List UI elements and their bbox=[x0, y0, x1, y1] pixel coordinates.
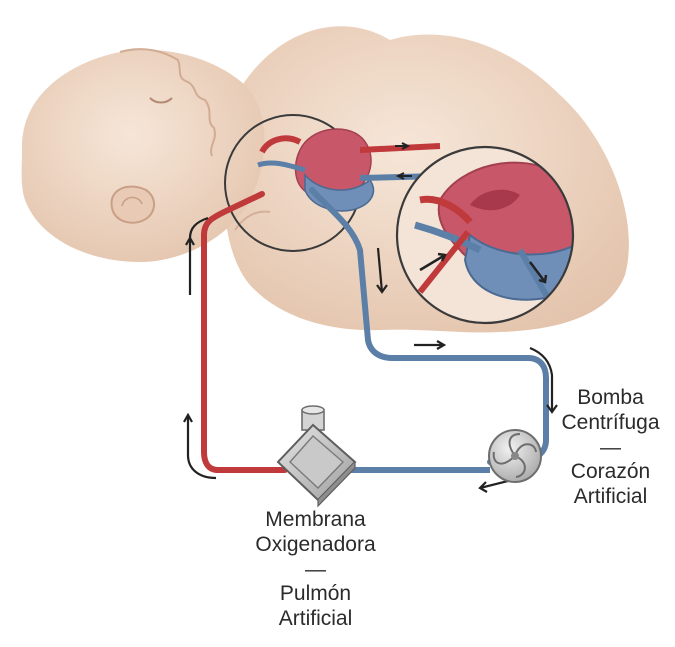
oxygenator-label: Membrana Oxigenadora — Pulmón Artificial bbox=[218, 508, 413, 632]
pump-label-separator: — bbox=[548, 436, 673, 461]
oxy-label-line2: Oxigenadora bbox=[218, 533, 413, 558]
oxy-label-line4: Artificial bbox=[218, 607, 413, 632]
pump-label-line3: Corazón bbox=[548, 460, 673, 485]
pump-label-line1: Bomba bbox=[548, 386, 673, 411]
infant-ear bbox=[112, 187, 155, 223]
oxy-label-line3: Pulmón bbox=[218, 582, 413, 607]
oxy-label-line1: Membrana bbox=[218, 508, 413, 533]
centrifugal-pump-label: Bomba Centrífuga — Corazón Artificial bbox=[548, 386, 673, 510]
membrane-oxygenator-icon bbox=[278, 406, 355, 506]
pump-label-line4: Artificial bbox=[548, 485, 673, 510]
oxy-label-separator: — bbox=[218, 558, 413, 583]
pump-label-line2: Centrífuga bbox=[548, 411, 673, 436]
centrifugal-pump-icon bbox=[489, 430, 541, 482]
